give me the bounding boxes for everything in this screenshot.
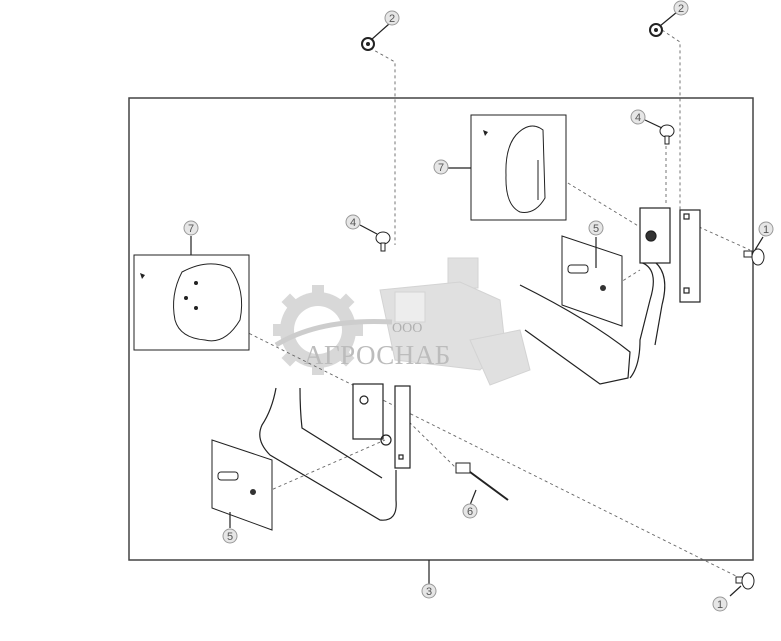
watermark-prefix: ООО <box>392 321 422 336</box>
rivet-right <box>743 248 765 266</box>
svg-text:1: 1 <box>763 224 769 236</box>
gear-icon <box>273 285 363 375</box>
callout-5a: 5 <box>588 220 604 236</box>
callout-1b: 1 <box>712 596 728 612</box>
plug-left <box>375 231 391 252</box>
svg-text:7: 7 <box>188 223 194 235</box>
bolt-kit-left <box>211 439 273 531</box>
callout-1a: 1 <box>758 221 774 237</box>
callout-4a: 4 <box>345 214 361 230</box>
handle-cover-kit-right <box>470 114 567 221</box>
rivet-bottom <box>735 572 755 590</box>
svg-text:6: 6 <box>467 506 473 518</box>
svg-text:5: 5 <box>593 223 599 235</box>
svg-text:2: 2 <box>678 3 684 15</box>
svg-text:7: 7 <box>438 162 444 174</box>
callout-2a: 2 <box>384 10 400 26</box>
callout-3: 3 <box>421 583 437 599</box>
nut-top-right <box>649 23 663 37</box>
svg-text:4: 4 <box>350 217 356 229</box>
svg-text:5: 5 <box>227 531 233 543</box>
assembly-frame <box>128 97 754 561</box>
svg-text:3: 3 <box>426 586 432 598</box>
svg-text:1: 1 <box>717 599 723 611</box>
callout-6: 6 <box>462 503 478 519</box>
right-handle-bracket <box>519 207 701 385</box>
harvester-icon <box>379 257 531 386</box>
callout-2b: 2 <box>673 0 689 16</box>
bolt-kit-right <box>561 235 623 327</box>
callout-7a: 7 <box>433 159 449 175</box>
svg-text:2: 2 <box>389 13 395 25</box>
callout-4b: 4 <box>630 109 646 125</box>
handle-cover-kit-left <box>133 254 250 351</box>
callout-5b: 5 <box>222 528 238 544</box>
plug-right <box>659 124 675 145</box>
svg-text:4: 4 <box>635 112 641 124</box>
callout-7b: 7 <box>183 220 199 236</box>
connector-wire-part <box>455 462 509 501</box>
watermark-name: АГРОСНАБ <box>304 340 451 370</box>
left-handle-bracket <box>259 383 411 521</box>
watermark-swoosh <box>274 319 393 348</box>
nut-top-left <box>361 37 375 51</box>
watermark: ООО АГРОСНАБ <box>273 257 531 386</box>
